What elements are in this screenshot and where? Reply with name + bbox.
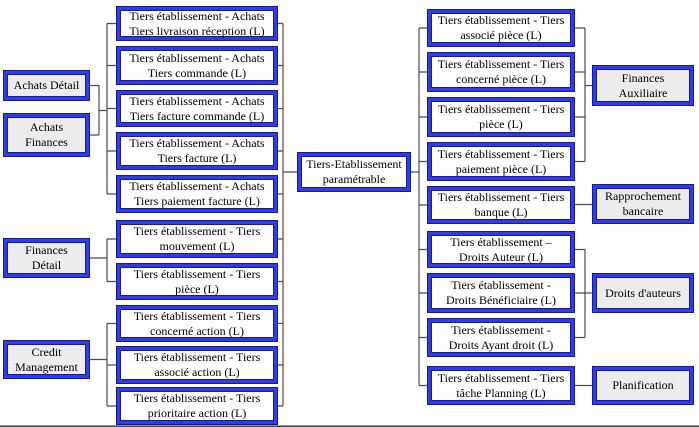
node-tiers-associe-action: Tiers établissement - Tiers associé acti… — [117, 347, 277, 383]
node-achats-paiement-facture: Tiers établissement - Achats Tiers paiem… — [117, 176, 277, 212]
group-achats-finances: Achats Finances — [4, 114, 89, 156]
node-tiers-tache-planning: Tiers établissement - Tiers tâche Planni… — [428, 367, 574, 404]
group-droits-auteurs: Droits d'auteurs — [593, 274, 693, 312]
connector-bracket-droits-auteurs — [574, 248, 593, 339]
group-rapprochement-bancaire: Rapprochement bancaire — [593, 185, 693, 223]
node-tiers-concerne-action: Tiers établissement - Tiers concerné act… — [117, 306, 277, 341]
connector-trunk-left — [277, 22, 298, 407]
connector-bracket-finances-detail — [89, 238, 117, 283]
node-tiers-piece-right: Tiers établissement - Tiers pièce (L) — [428, 98, 574, 136]
connector-bracket-achats — [89, 84, 107, 136]
node-tiers-mouvement: Tiers établissement - Tiers mouvement (L… — [117, 221, 277, 257]
group-planification: Planification — [593, 367, 693, 404]
group-finances-auxiliaire: Finances Auxiliaire — [593, 66, 693, 105]
node-tiers-associe-piece: Tiers établissement - Tiers associé pièc… — [428, 10, 574, 46]
group-achats-detail: Achats Détail — [4, 71, 89, 100]
connector-bracket-finances-auxiliaire — [574, 27, 593, 163]
node-droits-auteur: Tiers établissement – Droits Auteur (L) — [428, 232, 574, 267]
node-droits-beneficiaire: Tiers établissement - Droits Bénéficiair… — [428, 274, 574, 312]
group-finances-detail: Finances Détail — [4, 239, 89, 277]
node-tiers-piece-left: Tiers établissement - Tiers pièce (L) — [117, 264, 277, 299]
node-tiers-banque: Tiers établissement - Tiers banque (L) — [428, 187, 574, 223]
node-tiers-concerne-piece: Tiers établissement - Tiers concerné piè… — [428, 53, 574, 91]
node-tiers-etablissement-parametrable: Tiers-Etablissement paramétrable — [298, 153, 410, 191]
node-achats-facture: Tiers établissement - Achats Tiers factu… — [117, 133, 277, 169]
connector-trunk-achats — [106, 22, 117, 195]
connector-trunk-right — [410, 27, 428, 387]
node-tiers-prioritaire-action: Tiers établissement - Tiers prioritaire … — [117, 388, 277, 424]
node-achats-facture-commande: Tiers établissement - Achats Tiers factu… — [117, 91, 277, 126]
node-droits-ayant-droit: Tiers établissement - Droits Ayant droit… — [428, 319, 574, 356]
node-achats-livraison-reception: Tiers établissement - Achats Tiers livra… — [117, 7, 277, 40]
node-achats-commande: Tiers établissement - Achats Tiers comma… — [117, 47, 277, 84]
group-credit-management: Credit Management — [4, 341, 89, 378]
connector-bracket-credit-management — [89, 322, 117, 407]
node-tiers-paiement-piece: Tiers établissement - Tiers paiement piè… — [428, 143, 574, 180]
